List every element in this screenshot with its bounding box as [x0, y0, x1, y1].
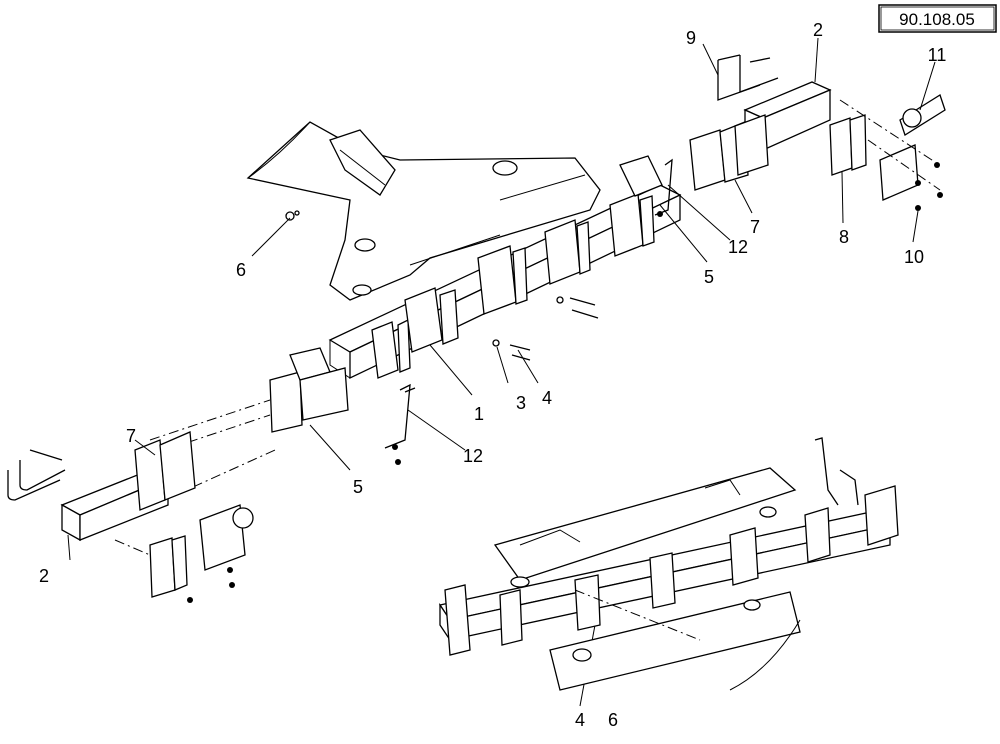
callout-1: 1 — [474, 404, 484, 424]
callout-4-lower: 4 — [575, 710, 585, 730]
hardware-bolts — [285, 210, 599, 361]
leader-lines — [67, 37, 936, 707]
right-end-brackets — [829, 94, 946, 211]
hitch-plate — [246, 121, 601, 301]
bent-straps — [384, 158, 673, 465]
callout-9: 9 — [686, 28, 696, 48]
reference-number: 90.108.05 — [899, 10, 975, 29]
reference-number-box: 90.108.05 — [878, 4, 997, 33]
callout-labels: 1 2 2 3 4 4 5 5 6 6 7 7 8 9 10 11 12 12 — [39, 20, 946, 730]
callout-12-upper: 12 — [728, 237, 748, 257]
assembled-view — [438, 437, 899, 691]
beam-brackets — [371, 155, 663, 379]
left-u-bolts — [7, 431, 196, 511]
callout-8: 8 — [839, 227, 849, 247]
callout-7-right: 7 — [750, 217, 760, 237]
right-u-bolts — [717, 54, 779, 101]
callout-2-right: 2 — [813, 20, 823, 40]
callout-3: 3 — [516, 393, 526, 413]
callout-11: 11 — [928, 45, 947, 65]
callout-2-left: 2 — [39, 566, 49, 586]
callout-6-upper: 6 — [236, 260, 246, 280]
callout-12-lower: 12 — [463, 446, 483, 466]
callout-6-lower: 6 — [608, 710, 618, 730]
left-assembly — [119, 347, 349, 521]
left-lower-brackets — [114, 504, 254, 603]
callout-5-right: 5 — [704, 267, 714, 287]
right-bracket-stack — [689, 114, 769, 191]
callout-7-left: 7 — [126, 426, 136, 446]
callout-4-upper: 4 — [542, 388, 552, 408]
callout-5-left: 5 — [353, 477, 363, 497]
callout-10: 10 — [904, 247, 924, 267]
